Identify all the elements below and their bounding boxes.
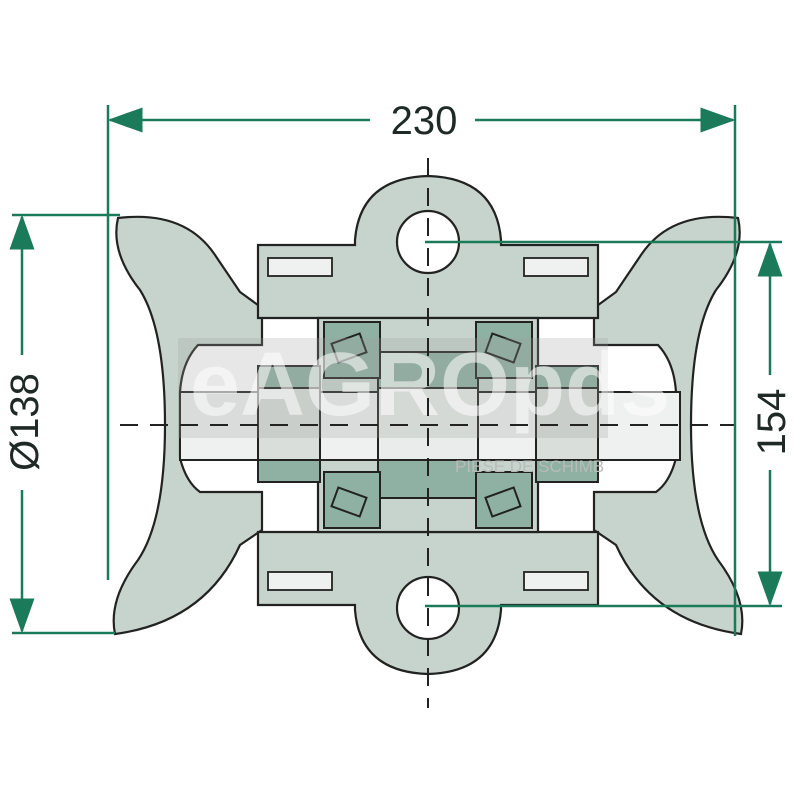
bolts [267, 257, 589, 591]
watermark-brand: eAGROpds [190, 335, 670, 435]
width-dimension-label: 230 [391, 99, 458, 143]
hole-spacing-dimension-label: 154 [750, 389, 794, 456]
center-lines [120, 158, 735, 708]
watermark-tagline: PIESE DE SCHIMB [455, 457, 604, 476]
watermark: eAGROpds PIESE DE SCHIMB [178, 335, 670, 476]
right-wing [592, 215, 744, 636]
left-wing [112, 215, 264, 636]
dimension-lines [9, 105, 783, 636]
diameter-dimension-label: Ø138 [3, 373, 47, 471]
bearings [323, 321, 533, 529]
